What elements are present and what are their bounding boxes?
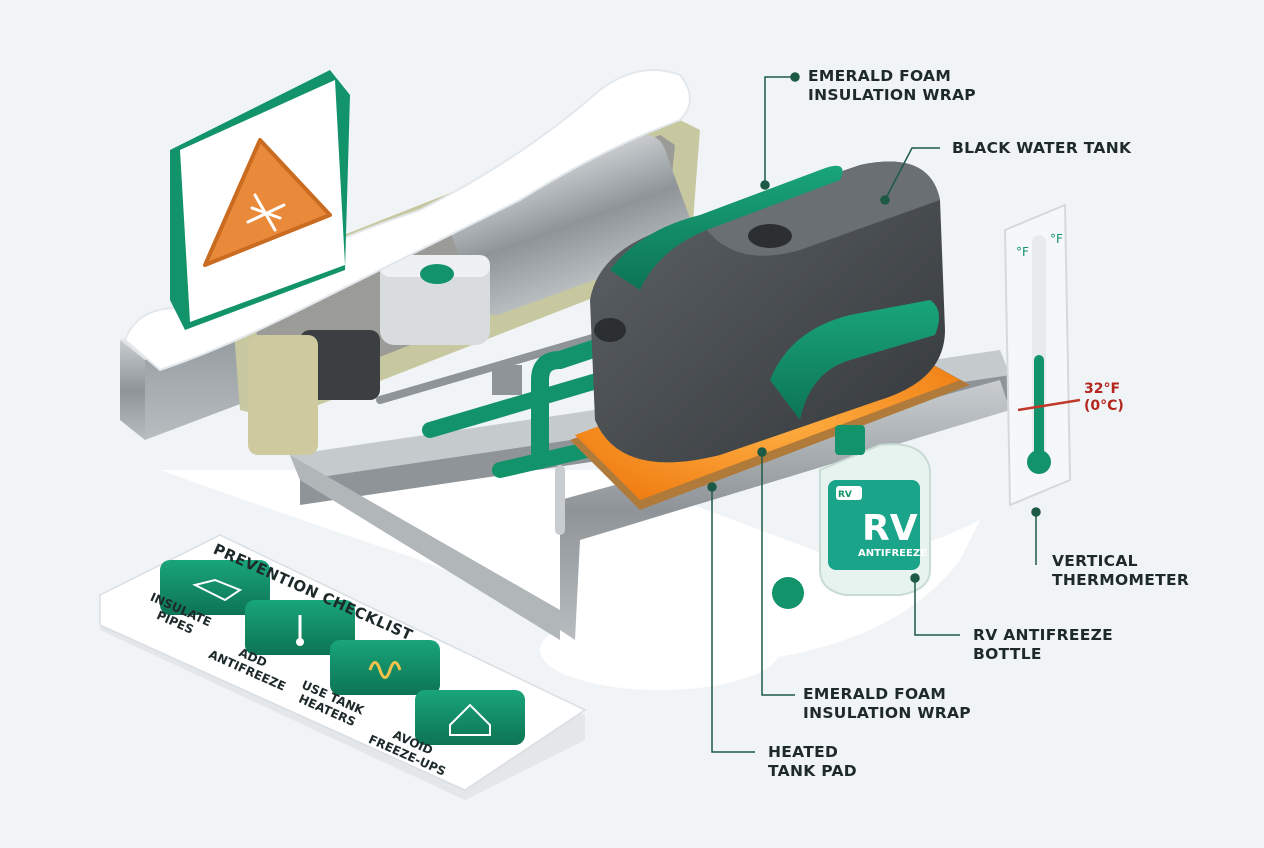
checklist-tile-antifreeze bbox=[245, 600, 355, 655]
callout-vertical-thermometer: VERTICAL THERMOMETER bbox=[1052, 552, 1190, 589]
checklist-tile-insulate bbox=[160, 560, 270, 615]
rv-antifreeze-bottle bbox=[819, 425, 931, 596]
pipe-icon bbox=[192, 578, 243, 602]
bottle-brand: RV bbox=[862, 508, 918, 549]
black-water-tank bbox=[590, 161, 945, 463]
heater-icon bbox=[368, 661, 402, 679]
prevention-checklist-card bbox=[99, 534, 587, 800]
callout-rv-antifreeze-bottle: RV ANTIFREEZE BOTTLE bbox=[973, 626, 1114, 663]
callout-heated-tank-pad: HEATED TANK PAD bbox=[768, 743, 857, 780]
callout-leaders bbox=[707, 72, 1041, 753]
thermometer-unit-right: °F bbox=[1050, 232, 1063, 246]
bottle-product: ANTIFREEZE bbox=[858, 548, 927, 559]
vertical-thermometer bbox=[1003, 203, 1081, 507]
drain-cap bbox=[772, 577, 804, 609]
callout-emerald-foam-bottom: EMERALD FOAM INSULATION WRAP bbox=[803, 685, 971, 722]
callout-black-water-tank: BLACK WATER TANK bbox=[952, 139, 1132, 157]
snowflake-warning-icon bbox=[170, 70, 350, 330]
bottle-badge: RV bbox=[838, 490, 852, 500]
thermometer-unit-left: °F bbox=[1016, 245, 1029, 259]
insulated-compartment bbox=[230, 110, 700, 455]
checklist-tile-avoid bbox=[415, 690, 525, 745]
checklist-tile-heaters bbox=[330, 640, 440, 695]
callout-emerald-foam-top: EMERALD FOAM INSULATION WRAP bbox=[808, 67, 976, 104]
freeze-point-label: 32°F (0°C) bbox=[1084, 381, 1124, 414]
house-snowflake-icon bbox=[449, 703, 491, 736]
